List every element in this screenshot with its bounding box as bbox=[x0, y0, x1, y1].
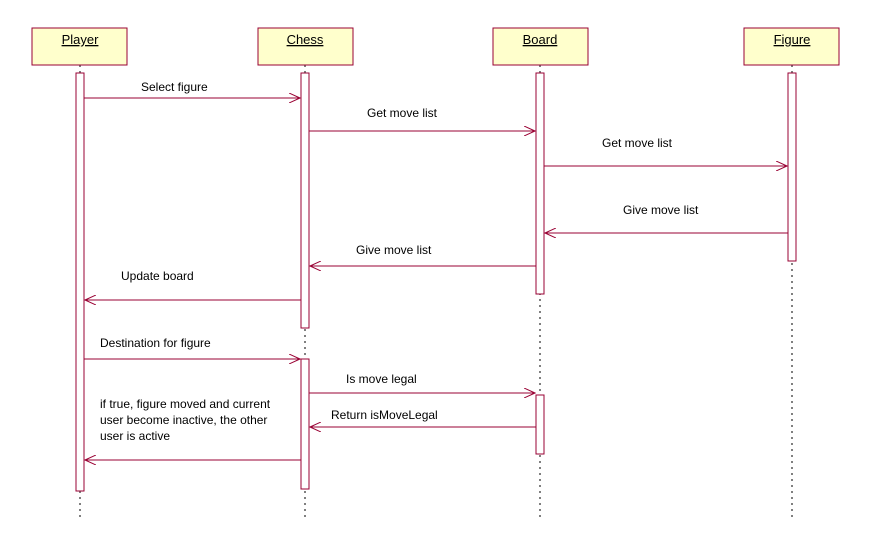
message-get-move-list-2[interactable]: Get move list bbox=[544, 136, 787, 166]
message-label-line-2: user become inactive, the other bbox=[100, 413, 267, 427]
message-label: Give move list bbox=[356, 243, 432, 257]
object-label: Figure bbox=[774, 32, 811, 47]
message-give-move-list-1[interactable]: Give move list bbox=[545, 203, 788, 233]
message-figure-moved[interactable]: if true, figure moved and current user b… bbox=[85, 397, 301, 460]
message-get-move-list-1[interactable]: Get move list bbox=[309, 106, 535, 131]
message-is-move-legal[interactable]: Is move legal bbox=[309, 372, 535, 393]
message-label-line-1: if true, figure moved and current bbox=[100, 397, 271, 411]
message-label: Destination for figure bbox=[100, 336, 211, 350]
activation-chess-2 bbox=[300, 358, 310, 490]
message-select-figure[interactable]: Select figure bbox=[84, 80, 300, 98]
object-label: Board bbox=[523, 32, 558, 47]
message-label: Select figure bbox=[141, 80, 208, 94]
message-return-is-move-legal[interactable]: Return isMoveLegal bbox=[310, 408, 536, 427]
object-chess[interactable]: Chess bbox=[257, 27, 354, 66]
message-destination-for-figure[interactable]: Destination for figure bbox=[84, 336, 300, 359]
activation-figure bbox=[787, 72, 797, 262]
message-label: Return isMoveLegal bbox=[331, 408, 438, 422]
message-give-move-list-2[interactable]: Give move list bbox=[310, 243, 536, 266]
activation-board-2 bbox=[535, 394, 545, 455]
object-player[interactable]: Player bbox=[31, 27, 128, 66]
message-label: Get move list bbox=[602, 136, 673, 150]
activation-chess-1 bbox=[300, 72, 310, 329]
message-label-line-3: user is active bbox=[100, 429, 170, 443]
object-label: Player bbox=[62, 32, 100, 47]
message-label: Update board bbox=[121, 269, 194, 283]
message-update-board[interactable]: Update board bbox=[85, 269, 301, 300]
object-label: Chess bbox=[287, 32, 324, 47]
object-board[interactable]: Board bbox=[492, 27, 589, 66]
message-label: Is move legal bbox=[346, 372, 417, 386]
activation-player bbox=[75, 72, 85, 492]
activation-board-1 bbox=[535, 72, 545, 295]
message-label: Give move list bbox=[623, 203, 699, 217]
object-figure[interactable]: Figure bbox=[743, 27, 840, 66]
message-label: Get move list bbox=[367, 106, 438, 120]
